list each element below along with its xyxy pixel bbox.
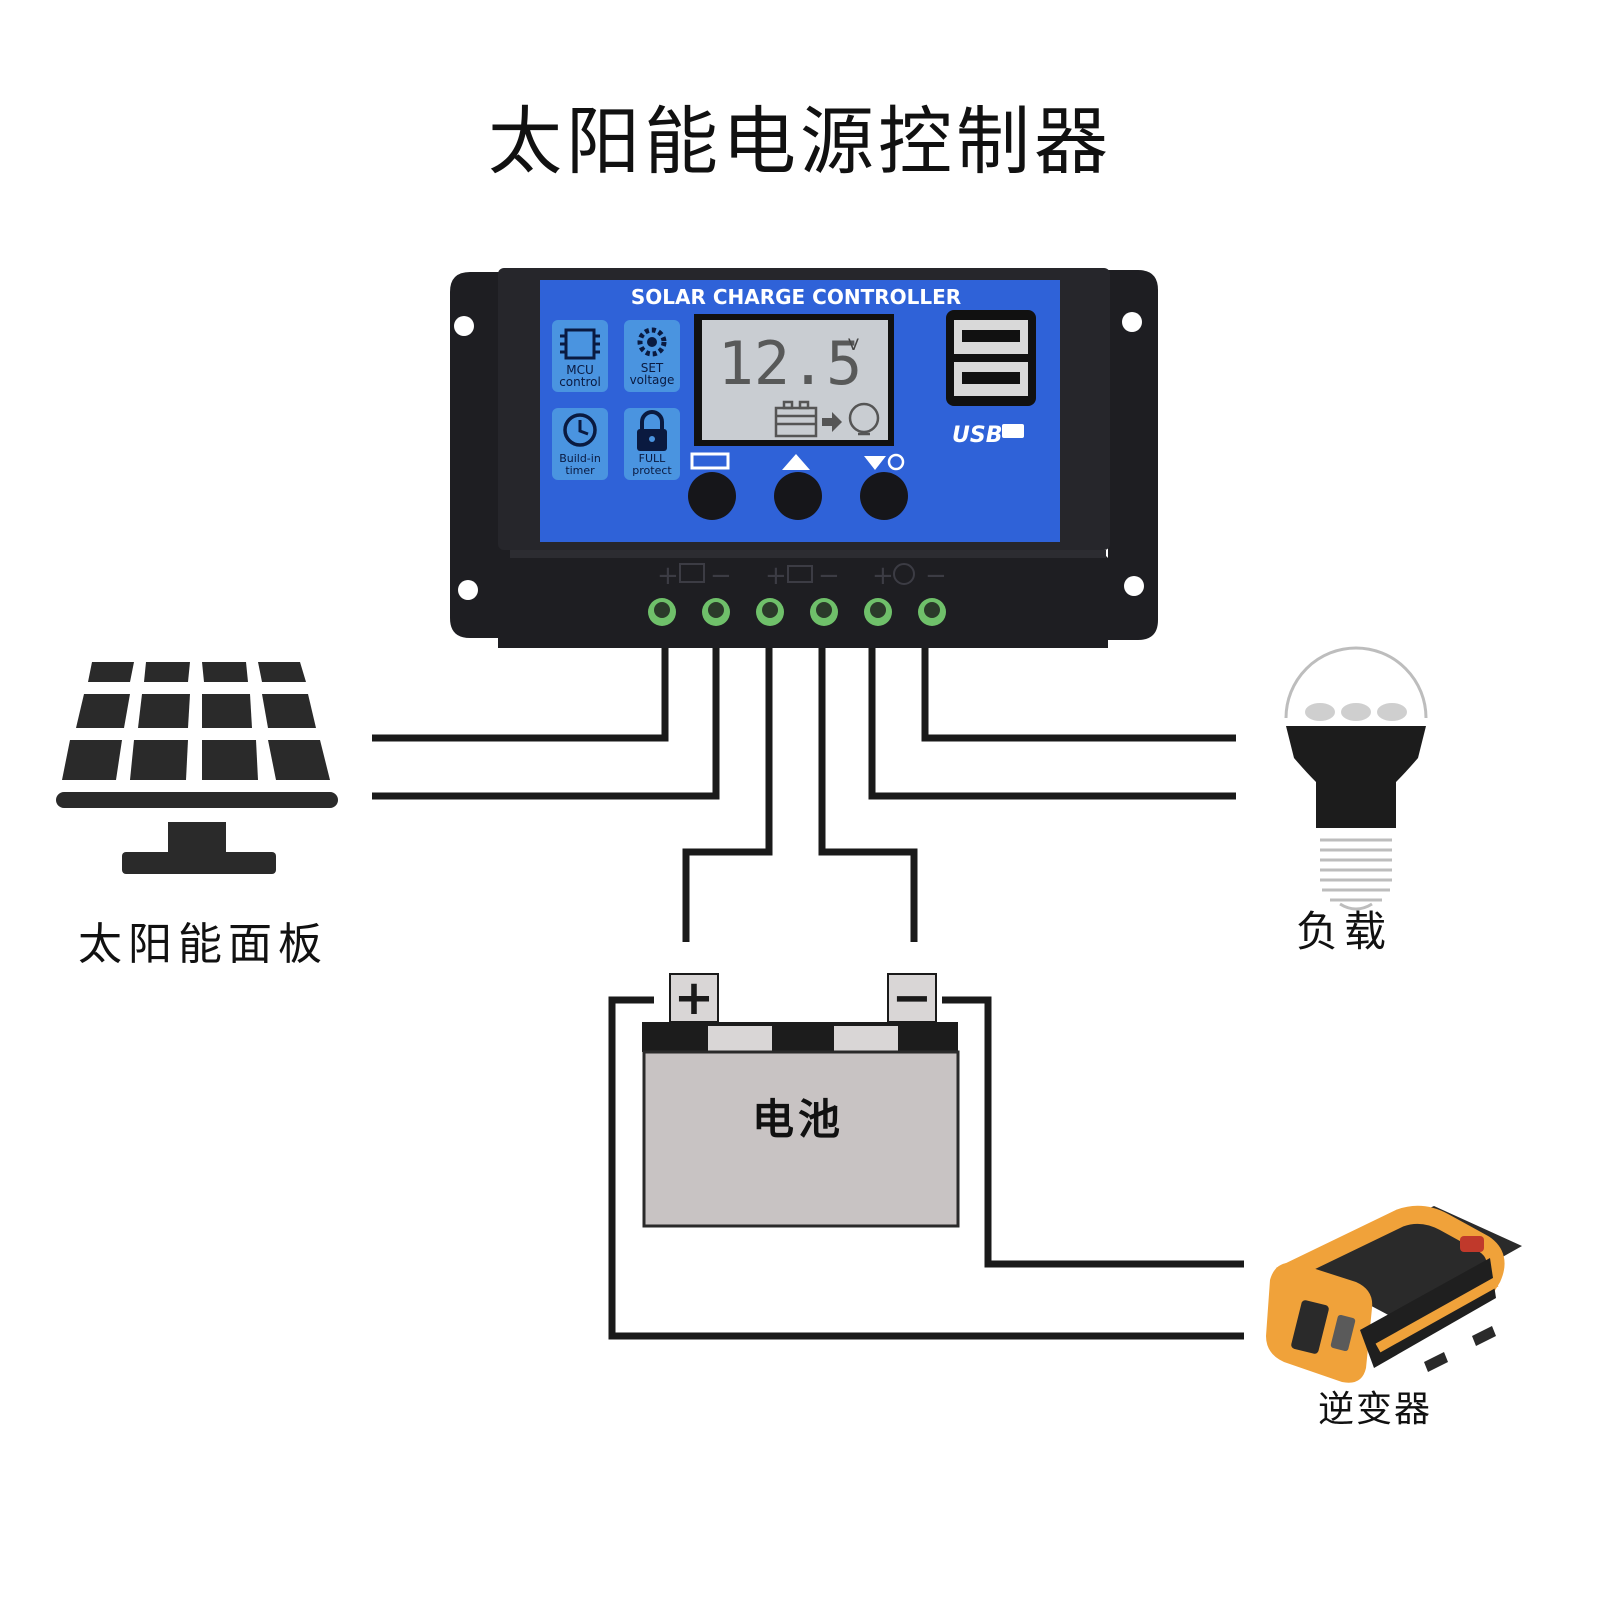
badge-mcu: MCU control xyxy=(552,320,608,392)
wire-load-positive xyxy=(921,640,1236,742)
mount-hole xyxy=(458,580,478,600)
up-triangle-icon xyxy=(782,454,810,470)
wire-load-negative xyxy=(868,640,1236,800)
down-triangle-icon xyxy=(864,456,886,470)
wire-inverter-positive xyxy=(608,996,1244,1340)
battery: + − xyxy=(642,970,960,1228)
battery-negative-sign: − xyxy=(892,970,932,1026)
usb-plug-icon xyxy=(1002,424,1024,438)
badge-set-voltage: SET voltage xyxy=(624,320,680,392)
battery-symbol-icon xyxy=(787,565,813,583)
usb-ports xyxy=(946,310,1036,406)
inverter-label: 逆变器 xyxy=(1318,1389,1433,1430)
terminal-sign: − xyxy=(818,561,840,591)
terminal-screws xyxy=(648,598,946,626)
terminal-sign: + xyxy=(765,561,787,591)
battery-body xyxy=(642,1050,960,1228)
arrow-right-icon xyxy=(822,412,842,432)
usb-label: USB xyxy=(952,423,1002,448)
lcd-value: 12.5 xyxy=(718,329,863,399)
badge-line2: control xyxy=(559,375,601,389)
page-title: 太阳能电源控制器 xyxy=(488,99,1112,185)
load-label: 负载 xyxy=(1296,907,1393,956)
badge-line2: voltage xyxy=(630,373,675,387)
up-button[interactable] xyxy=(774,472,822,520)
badge-line2: protect xyxy=(632,464,672,477)
badge-line1: Build-in xyxy=(559,452,601,465)
wires xyxy=(372,640,1244,1340)
mount-hole xyxy=(1124,576,1144,596)
wire-battery-positive xyxy=(682,640,773,942)
wire-solar-positive xyxy=(372,640,669,742)
chip-icon xyxy=(560,328,600,360)
lock-icon xyxy=(637,410,667,451)
badge-line1: FULL xyxy=(639,452,667,465)
down-button[interactable] xyxy=(860,472,908,520)
menu-button[interactable] xyxy=(688,472,736,520)
wire-inverter-negative xyxy=(942,996,1244,1268)
terminal-sign: − xyxy=(710,561,732,591)
controller-mount-right xyxy=(1108,270,1158,640)
badge-line1: MCU xyxy=(566,363,594,377)
lcd-unit: V xyxy=(848,335,859,354)
battery-positive-sign: + xyxy=(674,970,714,1026)
controller-brand-text: SOLAR CHARGE CONTROLLER xyxy=(631,285,961,309)
menu-icon xyxy=(690,452,730,470)
mount-hole xyxy=(454,316,474,336)
terminal-sign: + xyxy=(872,561,894,591)
battery-terminal-positive[interactable] xyxy=(669,973,719,1023)
lcd-display: 12.5 V xyxy=(694,314,894,446)
wire-solar-negative xyxy=(372,640,720,800)
badge-timer: Build-in timer xyxy=(552,408,608,480)
wire-battery-negative xyxy=(818,640,918,942)
badge-full-protect: FULL protect xyxy=(624,408,680,480)
controller-mount-left xyxy=(450,272,512,638)
button-icons xyxy=(690,452,905,471)
mount-hole xyxy=(1122,312,1142,332)
clock-icon xyxy=(563,413,597,447)
battery-icon xyxy=(774,400,818,438)
inverter-icon xyxy=(1266,1205,1522,1383)
solar-panel-label: 太阳能面板 xyxy=(78,919,328,970)
terminal-sign: + xyxy=(657,561,679,591)
lamp-icon xyxy=(848,402,880,436)
battery-terminal-negative[interactable] xyxy=(887,973,937,1023)
battery-label: 电池 xyxy=(752,1095,845,1144)
gear-icon xyxy=(637,327,667,357)
terminal-sign: − xyxy=(925,561,947,591)
light-bulb-icon xyxy=(1284,646,1428,911)
badge-line2: timer xyxy=(565,464,595,477)
lamp-symbol-icon xyxy=(893,563,915,585)
solar-charge-controller: SOLAR CHARGE CONTROLLER MCU control SET … xyxy=(450,268,1158,648)
panel-symbol-icon xyxy=(679,563,705,583)
terminal-block xyxy=(498,552,1108,648)
solar-panel-icon xyxy=(56,662,338,874)
bulb-icon xyxy=(887,453,905,471)
terminal-symbols: + − + − + − xyxy=(657,561,947,591)
badge-line1: SET xyxy=(641,361,664,375)
